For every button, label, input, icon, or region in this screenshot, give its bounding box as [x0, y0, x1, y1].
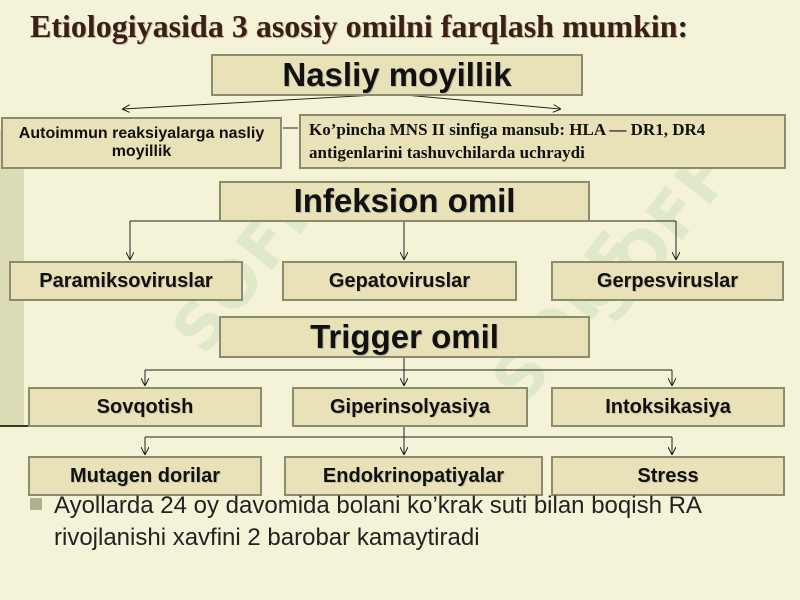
slide-title: Etiologiyasida 3 asosiy omilni farqlash …	[30, 8, 689, 44]
box-stress: Stress	[551, 456, 785, 496]
heading-infeksion-omil: Infeksion omil	[219, 181, 590, 222]
box-sovqotish: Sovqotish	[28, 387, 262, 427]
box-endokrinopatiyalar: Endokrinopatiyalar	[284, 456, 543, 496]
heading-nasliy-moyillik: Nasliy moyillik	[211, 54, 583, 96]
box-hla-antigens: Ko’pincha MNS II sinfiga mansub: HLA — D…	[299, 114, 786, 169]
bullet-marker	[30, 498, 42, 510]
heading-trigger-omil: Trigger omil	[219, 316, 590, 358]
box-gepatoviruslar: Gepatoviruslar	[282, 261, 517, 301]
box-autoimmun: Autoimmun reaksiyalarga nasliy moyillik	[1, 117, 282, 169]
box-giperinsolyasiya: Giperinsolyasiya	[292, 387, 528, 427]
box-gerpesviruslar: Gerpesviruslar	[551, 261, 784, 301]
box-intoksikasiya: Intoksikasiya	[551, 387, 785, 427]
box-paramiksoviruslar: Paramiksoviruslar	[9, 261, 243, 301]
note-text: Ayollarda 24 oy davomida bolani ko’krak …	[54, 492, 701, 552]
left-accent-line	[0, 425, 54, 427]
bullet-note: Ayollarda 24 oy davomida bolani ko’krak …	[30, 490, 770, 555]
box-mutagen-dorilar: Mutagen dorilar	[28, 456, 262, 496]
